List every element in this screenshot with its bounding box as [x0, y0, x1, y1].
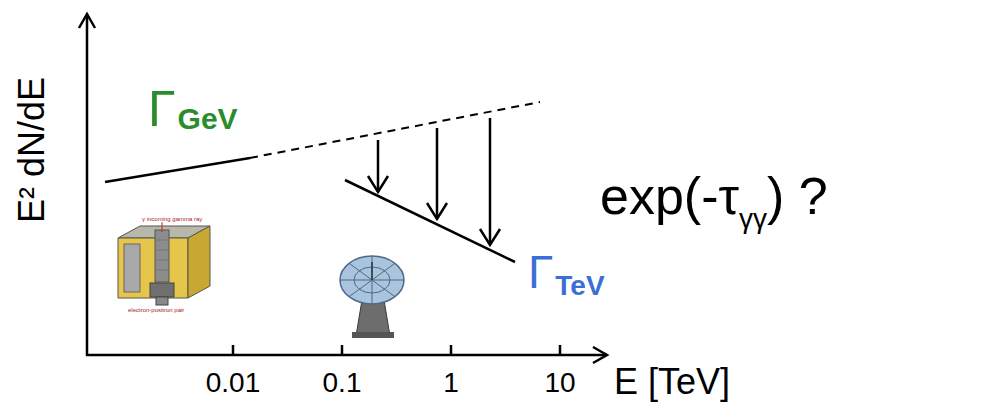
- formula: ) ?: [767, 170, 828, 222]
- arrow-head: [427, 203, 447, 219]
- x-axis: [86, 354, 607, 357]
- tick-label: 1: [443, 369, 459, 397]
- formula-subscript: γγ: [739, 205, 767, 233]
- tick: [232, 345, 235, 355]
- arrow: [436, 128, 439, 219]
- tick-label: 10: [544, 369, 575, 397]
- arrow-head: [368, 176, 388, 192]
- gev-spectrum-line: [105, 158, 250, 182]
- index-symbol: Γ: [148, 84, 176, 134]
- y-axis-head: [79, 14, 95, 28]
- icon-caption: γ incoming gamma ray: [142, 216, 202, 222]
- arrow-head: [480, 229, 500, 245]
- index-subscript: GeV: [178, 104, 238, 134]
- tick: [341, 345, 344, 355]
- axes: [79, 14, 607, 363]
- tick: [559, 345, 562, 355]
- axis-title: E² dN/dE: [14, 77, 50, 223]
- tick-label: 0.1: [323, 369, 362, 397]
- formula: exp(-τ: [600, 170, 739, 222]
- telescope-icon: [340, 256, 404, 338]
- tick: [450, 345, 453, 355]
- x-axis-head: [593, 347, 607, 363]
- y-axis: [86, 14, 89, 356]
- arrow: [489, 118, 492, 245]
- index-subscript: TeV: [555, 272, 604, 300]
- arrow: [377, 140, 380, 192]
- detector-icon: [118, 222, 210, 305]
- axis-title: E [TeV]: [614, 364, 730, 400]
- gev-extrapolation: [250, 102, 540, 158]
- index-symbol: Γ: [528, 249, 553, 295]
- icon-caption: electron-positron pair: [128, 307, 184, 313]
- absorption-arrows: [368, 118, 500, 245]
- tick-label: 0.01: [206, 369, 261, 397]
